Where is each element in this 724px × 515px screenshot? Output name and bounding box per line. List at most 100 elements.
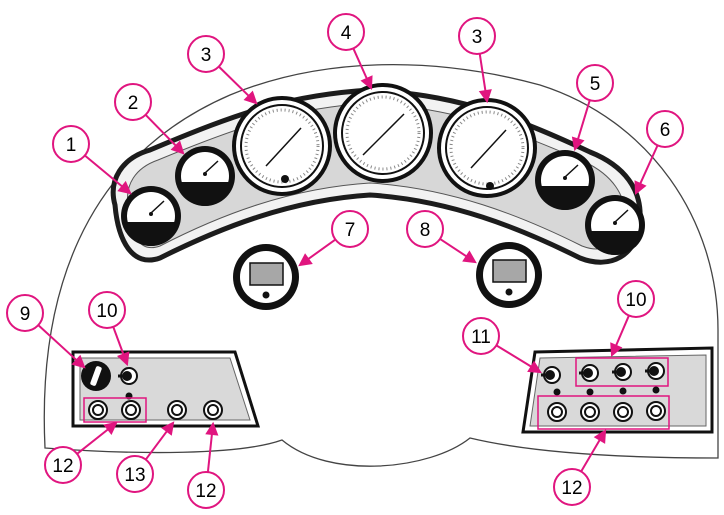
- callout-arrowhead-c6: [634, 180, 647, 196]
- callout-leaders: [37, 48, 659, 473]
- callout-number-c12b: 12: [195, 481, 216, 502]
- callout-leader-c1: [84, 154, 127, 190]
- callout-arrowhead-c12b: [205, 421, 219, 436]
- toggle-group-box-right: [575, 357, 669, 387]
- display-8: [476, 242, 542, 308]
- callout-number-c10a: 10: [96, 301, 117, 322]
- toggle-switch-right-1[interactable]: [579, 364, 599, 382]
- push-button-right-3[interactable]: [613, 402, 633, 422]
- indicator-light-right-3: [619, 387, 627, 395]
- gauge-1: [121, 186, 181, 246]
- push-button-right-4[interactable]: [646, 401, 666, 421]
- callout-number-c9: 9: [20, 304, 31, 325]
- callout-arrowhead-c5: [571, 136, 585, 152]
- callout-arrowhead-c4: [360, 75, 373, 91]
- callout-arrowhead-c13: [161, 421, 175, 436]
- callout-number-c7: 7: [345, 220, 356, 241]
- callout-circle-c10a: [88, 291, 126, 329]
- callout-leader-c11: [495, 344, 536, 370]
- callout-number-c8: 8: [420, 220, 431, 241]
- indicator-light-right-1: [553, 388, 561, 396]
- callout-number-c11: 11: [471, 327, 491, 348]
- callout-leader-c12b: [206, 429, 214, 473]
- callout-number-c13: 13: [124, 465, 145, 486]
- callout-number-c3a: 3: [201, 45, 212, 66]
- gauge-4: [333, 83, 433, 183]
- callout-number-c3b: 3: [472, 27, 483, 48]
- callout-circle-c12c: [553, 468, 591, 506]
- indicator-light-right-4: [652, 386, 660, 394]
- callout-leader-c3a: [218, 65, 253, 100]
- callout-arrowhead-c9: [71, 354, 86, 369]
- callout-arrowhead-c10b: [610, 342, 623, 358]
- callout-leader-c2: [144, 114, 180, 150]
- callout-arrowhead-c11: [527, 360, 542, 374]
- callout-circle-c3a: [187, 35, 225, 73]
- callout-arrowhead-c12a: [103, 421, 118, 436]
- callout-number-c12c: 12: [561, 478, 582, 499]
- callout-leader-c12c: [580, 435, 603, 473]
- callout-circle-c8: [406, 210, 444, 248]
- callout-circle-c12a: [44, 446, 82, 484]
- callout-circle-c13: [116, 455, 154, 493]
- gauge-6: [585, 195, 645, 255]
- push-button-right-2[interactable]: [580, 402, 600, 422]
- callout-leader-c9: [37, 324, 81, 364]
- callout-circle-c1: [52, 125, 90, 163]
- indicator-light-right-2: [586, 388, 594, 396]
- callout-leader-c13: [144, 427, 171, 461]
- callout-leader-c4: [352, 48, 370, 83]
- push-button-left-3[interactable]: [167, 400, 187, 420]
- callout-arrowhead-c10a: [116, 351, 130, 367]
- callout-circle-c4: [327, 13, 365, 51]
- callout-leader-c12a: [76, 425, 112, 455]
- callout-leader-c7: [304, 238, 336, 263]
- toggle-switch-right-3[interactable]: [645, 362, 665, 380]
- ignition-key[interactable]: [81, 361, 111, 391]
- callout-arrowhead-c3b: [478, 89, 492, 104]
- push-button-left-2[interactable]: [121, 400, 141, 420]
- button-group-box-left: [83, 397, 147, 423]
- push-button-left-4[interactable]: [203, 400, 223, 420]
- callout-arrowhead-c1: [117, 180, 132, 195]
- callout-circle-c3b: [458, 17, 496, 55]
- callout-arrowhead-c2: [170, 140, 185, 155]
- callout-number-c5: 5: [590, 74, 601, 95]
- callout-circle-c11: [462, 317, 500, 355]
- callout-leader-c3b: [478, 53, 488, 96]
- callout-leader-c10b: [613, 315, 630, 350]
- callout-arrowhead-c7: [298, 253, 313, 267]
- callout-arrowhead-c12c: [593, 429, 607, 444]
- callout-number-c12a: 12: [52, 456, 73, 477]
- callout-number-c4: 4: [341, 23, 352, 44]
- callout-arrowhead-c8: [462, 250, 477, 264]
- callout-circle-c7: [331, 210, 369, 248]
- callout-leader-c6: [637, 144, 659, 188]
- callout-number-c10b: 10: [625, 290, 646, 311]
- callout-number-c1: 1: [66, 135, 77, 156]
- callout-circle-c9: [6, 294, 44, 332]
- callout-leader-c10a: [112, 326, 126, 359]
- gauge-3-left: [232, 96, 332, 196]
- callout-number-c2: 2: [128, 93, 139, 114]
- button-group-box-right: [537, 395, 670, 430]
- callout-arrowhead-c3a: [243, 90, 258, 105]
- gauge-3-right: [437, 98, 537, 198]
- callout-leader-c8: [439, 238, 471, 260]
- push-button-left-1[interactable]: [88, 400, 108, 420]
- callout-circle-c10b: [617, 280, 655, 318]
- toggle-switch-right-2[interactable]: [612, 363, 632, 381]
- callout-circle-c12b: [187, 471, 225, 509]
- callout-circle-c2: [114, 83, 152, 121]
- gauge-2: [175, 146, 235, 206]
- push-button-right-1[interactable]: [547, 402, 567, 422]
- callout-number-c6: 6: [660, 120, 671, 141]
- callout-circle-c6: [646, 110, 684, 148]
- gauge-5: [535, 150, 595, 210]
- toggle-switch-right-11[interactable]: [541, 366, 561, 384]
- callout-leader-c5: [575, 99, 591, 144]
- toggle-switch-left[interactable]: [118, 367, 138, 385]
- display-7: [233, 244, 299, 310]
